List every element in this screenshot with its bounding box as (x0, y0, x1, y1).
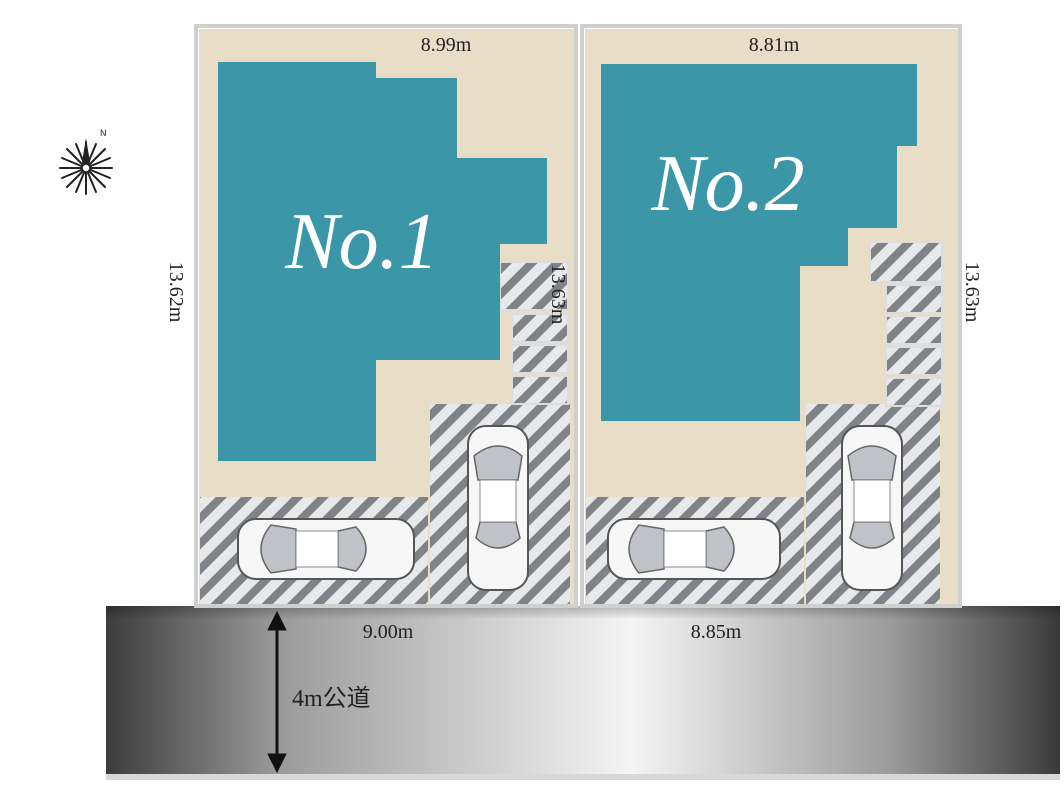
svg-text:N: N (100, 128, 107, 138)
building-footprint (218, 62, 547, 461)
road-label: 4m公道 (292, 685, 371, 712)
car-icon (841, 425, 903, 591)
entrance-steps (499, 261, 569, 405)
dimension-top-width: 8.81m (749, 34, 800, 56)
dimension-left-depth: 13.62m (165, 262, 187, 323)
dimension-frontage: 9.00m (363, 621, 414, 643)
lot-label: No.2 (650, 140, 804, 228)
car-icon (237, 518, 415, 580)
compass-icon: N (59, 128, 113, 195)
dimension-right-depth: 13.63m (961, 262, 983, 323)
car-icon (607, 518, 781, 580)
lot-label: No.1 (284, 198, 438, 286)
dimension-right-depth: 13.63m (547, 264, 569, 325)
entrance-steps (869, 241, 943, 407)
building-footprint (601, 64, 917, 421)
car-icon (467, 425, 529, 591)
dimension-top-width: 8.99m (421, 34, 472, 56)
lot-boundaries (194, 24, 962, 608)
lot-2: No.2 8.81m 13.63m 8.85m (585, 29, 983, 643)
dimension-frontage: 8.85m (691, 621, 742, 643)
road (106, 606, 1060, 780)
road-width-arrow-icon (267, 610, 287, 774)
lot-1: No.1 8.99m 13.62m 13.63m 9.00m (165, 29, 574, 643)
